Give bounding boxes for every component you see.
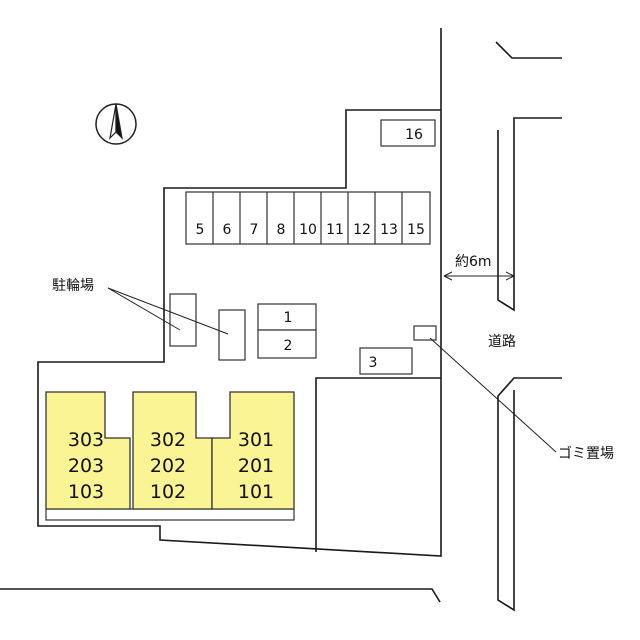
parking-label: 13 (380, 222, 398, 238)
building-labels-right: 301 201 101 (238, 429, 274, 503)
parking-space-3 (359, 347, 413, 375)
unit-label: 102 (150, 481, 186, 503)
property-boundary (37, 28, 442, 557)
building-unit-303 (45, 391, 131, 510)
garbage-label: ゴミ置場 (558, 445, 614, 462)
road-edge-right-lower (497, 377, 562, 612)
garbage-leader (429, 337, 557, 453)
unit-label: 101 (238, 481, 274, 503)
bicycle-parking-area-2 (218, 309, 246, 361)
road-edge-top (495, 41, 562, 59)
parking-label: 11 (326, 222, 344, 238)
unit-label: 202 (150, 455, 186, 477)
unit-label: 302 (150, 429, 186, 451)
road-label: 道路 (488, 334, 516, 350)
road-width-dimension (443, 271, 515, 281)
parking-label: 10 (299, 222, 317, 238)
parking-label: 12 (353, 222, 371, 238)
building-lot-boundary (315, 377, 441, 552)
unit-label: 103 (68, 481, 104, 503)
road-width-label: 約6m (455, 254, 492, 270)
road-edge-right-upper (497, 117, 562, 312)
parking-label: 8 (277, 222, 286, 238)
road-edge-bottom (0, 588, 441, 603)
unit-label: 201 (238, 455, 274, 477)
bicycle-parking-leader (107, 287, 229, 335)
parking-label-2: 2 (284, 338, 293, 354)
parking-row: 5 6 7 8 10 11 12 13 15 (185, 191, 431, 245)
building-unit-301 (211, 391, 295, 510)
parking-space-16 (380, 119, 436, 147)
unit-label: 301 (238, 429, 274, 451)
parking-label-1: 1 (284, 310, 293, 326)
building-base-strip (45, 508, 295, 521)
parking-label: 7 (250, 222, 259, 238)
unit-label: 203 (68, 455, 104, 477)
parking-label-3: 3 (369, 355, 378, 371)
garbage-area (413, 325, 437, 341)
parking-label: 15 (407, 222, 425, 238)
bicycle-parking-label: 駐輪場 (52, 277, 94, 294)
unit-label: 303 (68, 429, 104, 451)
north-arrow-icon (95, 103, 137, 145)
building-labels-middle: 302 202 102 (150, 429, 186, 503)
parking-label: 6 (223, 222, 232, 238)
parking-label-16: 16 (405, 127, 423, 143)
building-labels-left: 303 203 103 (68, 429, 104, 503)
parking-label: 5 (196, 222, 205, 238)
parking-space-2 (257, 329, 317, 359)
